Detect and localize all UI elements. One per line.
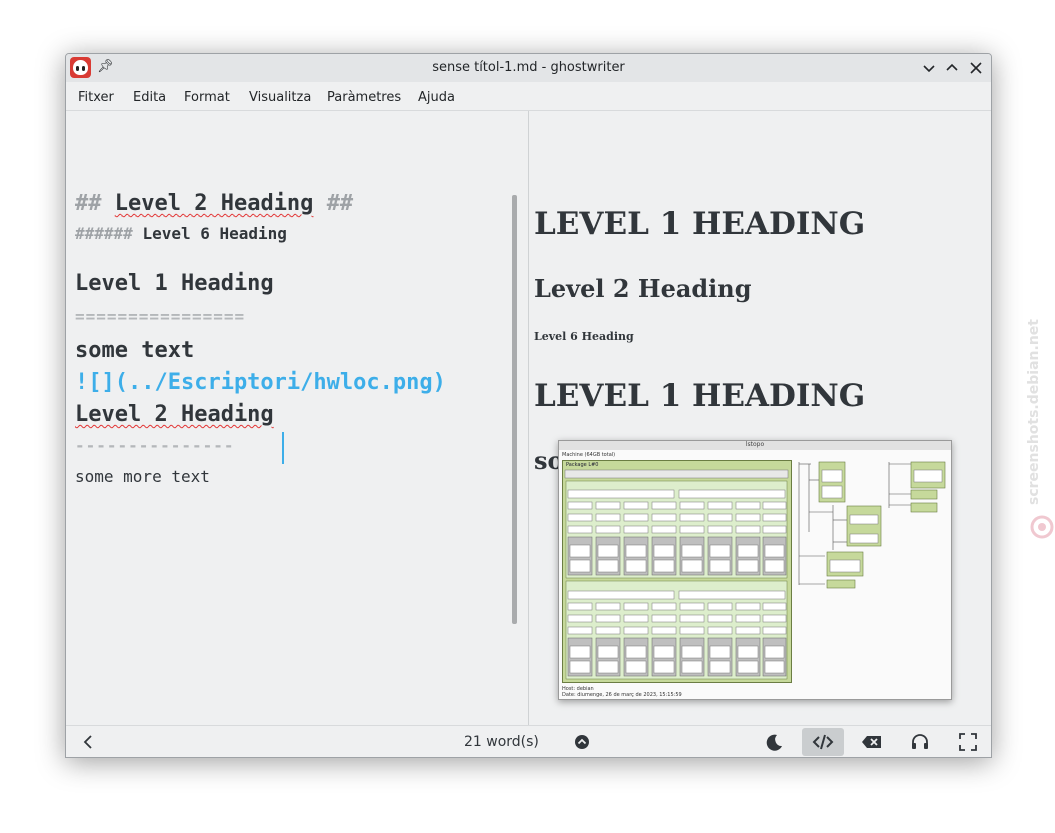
markdown-editor[interactable]: ## Level 2 Heading ## ###### Level 6 Hea… xyxy=(66,111,528,725)
debian-swirl-icon xyxy=(1030,515,1054,539)
menu-edita[interactable]: Edita xyxy=(133,90,167,105)
image-package-label: Package L#0 xyxy=(566,462,599,468)
editor-line-image-link[interactable]: ![](../Escriptori/hwloc.png) xyxy=(75,370,446,395)
preview-image: lstopo Machine (64GB total) Package L#0 xyxy=(558,440,952,700)
maximize-icon[interactable] xyxy=(942,58,962,78)
menu-bar: Fitxer Edita Format Visualitza Paràmetre… xyxy=(66,82,991,111)
editor-line-text: some text xyxy=(75,338,195,363)
preview-h2: Level 2 Heading xyxy=(534,274,752,303)
image-package-box: Package L#0 xyxy=(562,460,792,683)
editor-line-h1: Level 1 Heading xyxy=(75,271,274,296)
fullscreen-icon[interactable] xyxy=(957,731,979,753)
image-footer: Host: debian Date: diumenge, 26 de març … xyxy=(562,686,682,698)
window-title: sense títol-1.md - ghostwriter xyxy=(432,60,625,75)
title-bar: 📌︎ sense títol-1.md - ghostwriter xyxy=(66,54,991,82)
image-titlebar: lstopo xyxy=(559,441,951,450)
menu-fitxer[interactable]: Fitxer xyxy=(78,90,114,105)
status-bar: 21 word(s) xyxy=(66,725,991,757)
image-machine-label: Machine (64GB total) xyxy=(562,452,616,458)
editor-line-more-text: some more text xyxy=(75,467,210,486)
editor-line-h2: ## Level 2 Heading ## xyxy=(75,191,354,216)
hemingway-mode-icon[interactable] xyxy=(861,731,883,753)
preview-h1: LEVEL 1 HEADING xyxy=(534,206,866,242)
image-topology-diagram xyxy=(564,469,789,680)
menu-format[interactable]: Format xyxy=(184,90,230,105)
editor-scrollbar[interactable] xyxy=(512,195,517,624)
minimize-icon[interactable] xyxy=(919,58,939,78)
html-preview: LEVEL 1 HEADING Level 2 Heading Level 6 … xyxy=(529,111,991,725)
html-preview-icon[interactable] xyxy=(812,731,834,753)
menu-ajuda[interactable]: Ajuda xyxy=(418,90,455,105)
menu-parametres[interactable]: Paràmetres xyxy=(327,90,402,105)
editor-line-setext-rule: ================ xyxy=(75,307,246,326)
dark-mode-icon[interactable] xyxy=(764,731,786,753)
chevron-left-icon[interactable] xyxy=(78,731,100,753)
distraction-free-headphones-icon[interactable] xyxy=(909,731,931,753)
pane-divider[interactable] xyxy=(528,111,529,725)
pin-icon[interactable]: 📌︎ xyxy=(97,59,114,74)
preview-h1-second: LEVEL 1 HEADING xyxy=(534,378,866,414)
editor-line-h6: ###### Level 6 Heading xyxy=(75,224,287,243)
preview-h6: Level 6 Heading xyxy=(534,330,634,343)
watermark: screenshots.debian.net xyxy=(1016,300,1055,560)
text-cursor xyxy=(282,432,284,464)
editor-line-h2-setext: Level 2 Heading xyxy=(75,402,274,427)
word-count[interactable]: 21 word(s) xyxy=(464,734,539,750)
app-window: 📌︎ sense títol-1.md - ghostwriter Fitxer… xyxy=(65,53,992,758)
editor-line-dash-rule: --------------- xyxy=(75,436,235,455)
watermark-text: screenshots.debian.net xyxy=(1026,319,1042,505)
statistics-toggle-icon[interactable] xyxy=(571,731,593,753)
image-pci-diagram xyxy=(798,461,946,589)
close-icon[interactable] xyxy=(966,58,986,78)
menu-visualitza[interactable]: Visualitza xyxy=(249,90,312,105)
ghostwriter-app-icon[interactable] xyxy=(70,57,91,78)
